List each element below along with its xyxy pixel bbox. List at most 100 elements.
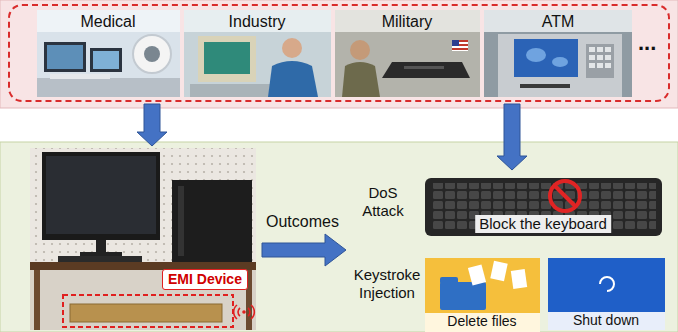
atm-photo-part — [589, 63, 595, 68]
military-photo-part — [404, 66, 444, 69]
wireless-symbol-part — [251, 305, 254, 319]
industry-photo-part — [204, 42, 250, 74]
node-label: ... — [638, 30, 656, 56]
computer-setup-photo-part — [80, 252, 122, 256]
flow-arrow — [137, 104, 167, 146]
computer-setup-photo-part — [30, 270, 256, 330]
medical-photo-part — [37, 10, 180, 97]
military-photo-part — [335, 10, 480, 32]
delete-files-picture-part — [425, 258, 540, 332]
wireless-symbol — [234, 305, 255, 319]
military-photo — [335, 10, 480, 97]
flow-arrow — [497, 104, 527, 170]
shutdown-screen-part — [548, 258, 665, 330]
computer-setup-photo-part — [34, 270, 40, 330]
shutdown-screen-part — [600, 277, 614, 291]
atm-photo-part — [498, 34, 622, 97]
atm-photo-part — [597, 55, 603, 60]
delete-files-picture-part — [511, 269, 527, 289]
military-photo-part — [452, 40, 468, 51]
computer-setup-photo-part — [96, 240, 106, 253]
application-photo: Military — [335, 10, 480, 97]
computer-setup-photo-part — [58, 256, 142, 262]
computer-setup-photo-part — [63, 295, 233, 327]
atm-photo-part — [605, 63, 611, 68]
medical-photo-part — [37, 78, 180, 97]
bottom-panel-part — [0, 142, 678, 332]
group-label: Keystroke Injection — [350, 266, 424, 302]
outcome-picture: Delete files — [425, 258, 540, 332]
military-photo-part — [350, 40, 370, 60]
application-photo: ATM — [484, 10, 632, 97]
keyboard-picture-part — [550, 181, 580, 211]
bottom-panel — [0, 142, 678, 332]
atm-photo-part — [597, 63, 603, 68]
computer-setup-photo-part — [30, 148, 256, 262]
delete-files-picture — [425, 258, 540, 332]
application-photo: Industry — [184, 10, 331, 97]
industry-photo-part — [282, 38, 302, 58]
medical-photo-part — [93, 51, 119, 69]
wireless-symbol-part — [238, 308, 240, 316]
node-label: Delete files — [447, 313, 516, 330]
industry-photo-part — [198, 36, 256, 82]
military-photo-part — [342, 62, 380, 97]
keyboard-picture — [425, 178, 662, 236]
medical-photo-part — [133, 35, 171, 73]
top-panel-part — [0, 0, 678, 108]
node-label: Shut down — [573, 312, 639, 329]
outcome-picture: Shut down — [548, 258, 665, 330]
industry-photo-part — [184, 10, 331, 32]
military-photo-part — [382, 62, 470, 78]
application-group: ... Medical Industry MilitaryATM — [8, 4, 670, 102]
atm-photo-part — [589, 55, 595, 60]
wireless-symbol-part — [234, 305, 237, 319]
military-photo-part — [335, 10, 480, 97]
node-label: Industry — [229, 12, 286, 31]
medical-photo-part — [144, 46, 160, 62]
node-label: DoS Attack — [350, 184, 416, 220]
outcome-box: DoS AttackBlock the keyboard — [350, 172, 662, 236]
shutdown-screen — [548, 258, 665, 330]
computer-setup-photo-part — [172, 180, 252, 262]
military-photo-part — [452, 40, 459, 46]
keyboard-picture-part — [554, 185, 576, 207]
delete-files-picture-part — [440, 277, 458, 284]
medical-photo-part — [44, 42, 86, 72]
top-panel — [0, 0, 678, 108]
industry-photo-part — [268, 61, 318, 97]
atm-photo-part — [484, 10, 632, 97]
computer-setup-photo — [30, 148, 256, 330]
node-label: Medical — [80, 12, 135, 31]
wireless-symbol-part — [248, 308, 250, 316]
delete-files-picture-part — [468, 264, 486, 285]
node-label: Block the keyboard — [475, 215, 611, 233]
atm-photo-part — [605, 55, 611, 60]
outcomes-arrow-part — [262, 234, 346, 266]
atm-photo-part — [586, 44, 614, 78]
medical-photo-part — [50, 74, 110, 79]
keyboard-picture-part — [425, 178, 662, 236]
delete-files-picture-part — [440, 282, 486, 310]
atm-photo-part — [597, 47, 603, 52]
computer-setup-photo-part — [178, 186, 184, 256]
medical-photo-part — [47, 45, 83, 69]
atm-photo — [484, 10, 632, 97]
atm-photo-part — [552, 57, 568, 67]
medical-photo-part — [90, 48, 122, 72]
setup-photo: EMI Device — [30, 148, 256, 330]
atm-photo-part — [520, 84, 570, 88]
military-photo-part — [452, 48, 468, 50]
industry-photo-part — [190, 84, 270, 97]
shutdown-screen-part — [548, 312, 665, 330]
medical-photo-part — [37, 10, 180, 32]
application-photo: Medical — [37, 10, 180, 97]
atm-photo-part — [526, 48, 546, 62]
computer-setup-photo-part — [46, 156, 156, 234]
industry-photo — [184, 10, 331, 97]
delete-files-picture-part — [425, 313, 540, 332]
delete-files-picture-part — [490, 261, 507, 282]
